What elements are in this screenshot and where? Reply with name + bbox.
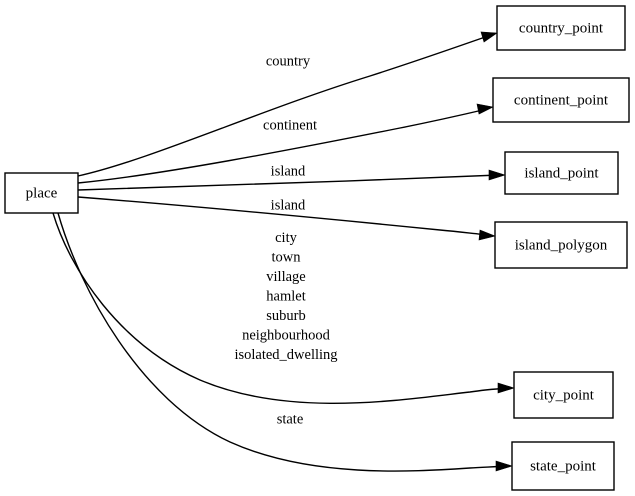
node-label: continent_point [514,92,609,108]
node-box[interactable] [511,441,615,491]
edge-label-island-point: island [271,163,306,179]
edge-label-line: suburb [266,308,305,324]
edge-label-continent: continent [263,117,317,133]
edge-label-place-types: city town village hamlet suburb neighbourhood… [234,230,337,363]
edge-path [57,212,507,472]
edge-label-line: neighbourhood [242,328,331,344]
arrow-head-icon [495,460,514,472]
edge-label-country: country [266,53,311,69]
edge-path [77,196,490,236]
edge-place-to-island_polygon [77,196,496,241]
node-box[interactable] [513,371,614,419]
arrow-head-icon [478,229,496,241]
node-label: city_point [533,387,595,403]
arrow-head-icon [476,103,494,115]
node-label: island_point [524,165,599,181]
edge-label-line: town [272,250,302,266]
arrow-head-icon [488,169,507,181]
node-label: country_point [519,20,604,36]
node-label: state_point [530,458,597,474]
node-continent_point[interactable]: continent_point [492,77,630,123]
edge-label-island-polygon: island [271,197,306,213]
edge-place-to-city_point [52,212,516,405]
edge-path [77,174,500,191]
edge-label-line: village [266,269,305,285]
edge-label-line: hamlet [266,289,305,305]
node-box[interactable] [492,77,630,123]
edge-label-state: state [277,411,304,427]
edge-place-to-country_point [77,31,498,177]
edge-place-to-island_point [77,169,507,191]
edge-place-to-state_point [57,212,514,472]
node-label: island_polygon [515,237,608,253]
edge-path [77,34,492,177]
node-place[interactable]: place [4,172,79,214]
node-city_point[interactable]: city_point [513,371,614,419]
edge-path [77,108,488,184]
node-box[interactable] [4,172,79,214]
node-box[interactable] [494,221,628,269]
node-island_point[interactable]: island_point [504,151,619,195]
edge-label-line: city [275,230,297,246]
edge-path [52,212,509,405]
node-box[interactable] [504,151,619,195]
arrow-head-icon [497,382,516,394]
node-label: place [26,185,58,201]
node-box[interactable] [496,5,626,51]
node-state_point[interactable]: state_point [511,441,615,491]
edge-label-line: isolated_dwelling [234,347,337,363]
edge-place-to-continent_point [77,103,494,184]
node-country_point[interactable]: country_point [496,5,626,51]
node-island_polygon[interactable]: island_polygon [494,221,628,269]
arrow-head-icon [480,31,498,43]
